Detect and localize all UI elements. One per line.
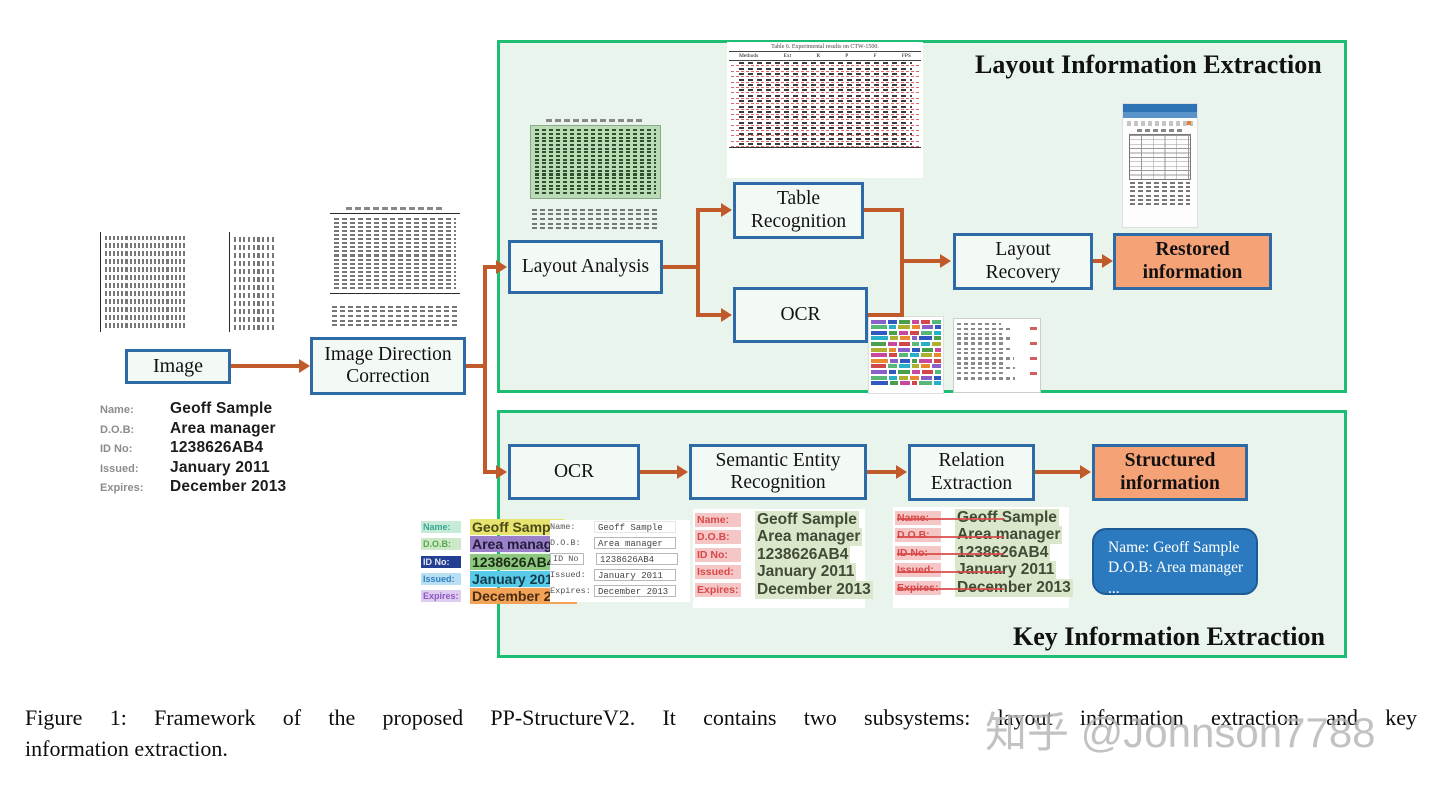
ser-row: ID No:1238626AB4 [695,545,851,564]
doc-toolbar [1127,121,1193,126]
structured-line: Name: Geoff Sample [1108,539,1240,556]
document-text-thumbnail [330,303,460,333]
structured-line: ... [1108,579,1120,597]
id-card-row: Issued:January 2011 [100,458,270,476]
arrow-to-layout-analysis [485,265,497,269]
restored-document-thumbnail [1122,103,1198,228]
ocr-detection-thumbnail [868,316,944,394]
ser-row: Issued:January 2011 [695,563,857,582]
layout-analysis-text-thumbnail [530,206,661,236]
form-row: Issued:January 2011 [550,568,690,581]
doc-title-bar [1123,104,1197,112]
node-layout-analysis: Layout Analysis [508,240,663,294]
arrow-ocr-to-ser [640,470,678,474]
arrow-la-out [663,265,700,269]
arrow-to-table-recognition [698,208,722,212]
relation-link-line [897,535,1004,538]
form-row: D.O.B:Area manager [550,536,690,549]
structured-info-box: Name: Geoff Sample D.O.B: Area manager .… [1092,528,1258,597]
arrowhead [721,308,732,322]
watermark: 知乎 @Johnson7788 [985,709,1376,756]
colored-row: D.O.B:Area manager [421,536,568,553]
arrow-to-restored-info [1093,259,1103,263]
arrow-tr-out [864,208,904,212]
id-card-row: Name:Geoff Sample [100,400,273,417]
arrow-to-layout-recovery [900,259,940,263]
arrow-re-to-structured [1035,470,1081,474]
arrowhead [721,203,732,217]
ser-row: D.O.B:Area manager [695,528,863,547]
arrowhead [896,465,907,479]
id-card-row: Expires:December 2013 [100,478,287,496]
arrowhead [677,465,688,479]
structured-line: D.O.B: Area manager [1108,559,1244,577]
arrow-idc-out [465,364,487,368]
arrowhead [940,254,951,268]
node-image-direction-correction: Image Direction Correction [310,337,466,395]
ocr-recognition-thumbnail [953,318,1041,393]
node-image: Image [125,349,231,384]
node-restored-information: Restored information [1113,233,1272,290]
arrow-ser-to-re [867,470,897,474]
caption-line-2: information extraction. [25,735,228,761]
ocr-text-form: Name:Geoff Sample D.O.B:Area manager ID … [550,520,690,602]
table-recognition-result-thumbnail: Table 6. Experimental results on CTW-150… [727,42,923,178]
caption-line-1: Figure 1: Framework of the proposed PP-S… [25,705,1417,730]
mini-table-caption: Table 6. Experimental results on CTW-150… [771,44,879,50]
id-card-text: Name:Geoff Sample D.O.B:Area manager ID … [100,400,286,498]
re-row: D.O.B:Area manager [895,526,1067,545]
relation-link-line [897,553,1004,556]
ocr-colored-labels: Name:Geoff Sample D.O.B:Area manager ID … [421,519,577,606]
doc-menu-bar [1123,112,1197,118]
doc-table-grid [1129,133,1191,180]
node-relation-extraction: Relation Extraction [908,444,1035,501]
node-structured-information: Structured information [1092,444,1248,501]
ser-result: Name:Geoff Sample D.O.B:Area manager ID … [693,509,873,608]
relation-extraction-result: Name:Geoff Sample D.O.B:Area manager ID … [893,507,1073,608]
mini-table-header: Methods Ext R P F FPS [729,51,921,61]
re-row: ID No:1238626AB4 [895,543,1067,562]
relation-link-line [897,570,1004,573]
node-ocr-kie: OCR [508,444,640,500]
re-row: Expires:December 2013 [895,578,1073,597]
ser-row: Expires:December 2013 [695,580,873,599]
node-layout-recovery: Layout Recovery [953,233,1093,290]
arrow-la-split-vertical [696,208,700,317]
arrowhead [1102,254,1113,268]
document-table-thumbnail [330,205,460,301]
arrow-to-ocr-kie [485,470,497,474]
arrow-idc-split-vertical [483,265,487,474]
arrow-image-to-idc [230,364,300,368]
arrow-ocr-out [868,313,904,317]
colored-row: Issued:January 2011 [421,570,562,587]
colored-row: ID No:1238626AB4 [421,553,557,570]
node-semantic-entity-recognition: Semantic Entity Recognition [689,444,867,500]
re-row: Issued:January 2011 [895,561,1067,580]
arrow-to-ocr-layout [698,313,722,317]
form-row: Name:Geoff Sample [550,520,690,533]
arrowhead [496,260,507,274]
form-row: Expires:December 2013 [550,584,690,597]
figure-caption: Figure 1: Framework of the proposed PP-S… [25,703,1417,764]
rotated-document-thumbnail [100,232,330,332]
arrowhead [1080,465,1091,479]
relation-link-line [897,518,1004,520]
kie-panel-title: Key Information Extraction [1013,622,1325,651]
id-card-row: ID No:1238626AB4 [100,439,264,457]
arrowhead [496,465,507,479]
node-table-recognition: Table Recognition [733,182,864,239]
re-row: Name:Geoff Sample [895,508,1067,527]
id-card-row: D.O.B:Area manager [100,419,276,437]
node-ocr-layout: OCR [733,287,868,343]
ser-row: Name:Geoff Sample [695,510,859,529]
arrowhead [299,359,310,373]
colored-row: Name:Geoff Sample [421,519,565,536]
layout-panel-title: Layout Information Extraction [975,50,1322,79]
layout-analysis-result-thumbnail [530,117,661,203]
relation-link-line [897,588,1004,591]
